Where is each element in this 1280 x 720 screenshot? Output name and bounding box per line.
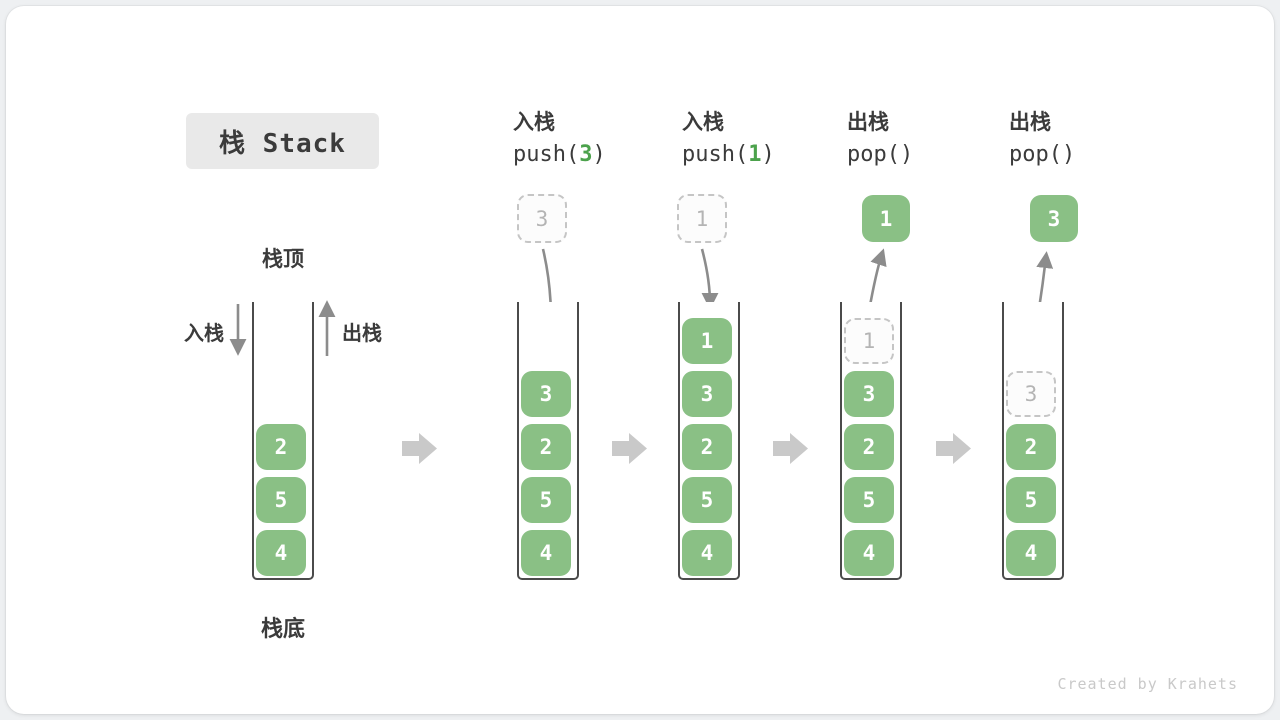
floating-element-push3: 3 [517,194,567,243]
stack-ghost-block: 3 [1006,371,1056,417]
stack-block: 5 [844,477,894,523]
title-box: 栈 Stack [186,113,379,169]
stack-initial: 2 5 4 [252,302,314,580]
op-code: push(3) [513,142,606,167]
watermark: Created by Krahets [1057,675,1238,693]
op-cn-label: 入栈 [682,111,724,134]
stack-block: 4 [682,530,732,576]
stack-block: 5 [682,477,732,523]
stack-block: 5 [256,477,306,523]
push1-flow-arrow [700,248,719,310]
stack-bottom-label: 栈底 [260,616,305,641]
op-code: pop() [1009,142,1075,167]
floating-value: 3 [1047,206,1061,231]
step-arrow-3 [773,433,808,464]
step-arrow-2 [612,433,647,464]
floating-element-push1: 1 [677,194,727,243]
stack-block: 3 [682,371,732,417]
stack-block: 4 [844,530,894,576]
stack-ghost-block: 1 [844,318,894,364]
header-push3: 入栈 push(3) [513,106,606,167]
stack-block: 4 [1006,530,1056,576]
stack-block: 2 [1006,424,1056,470]
stack-pop1: 1 3 2 5 4 [840,302,902,580]
floating-value: 1 [879,206,893,231]
floating-element-pop2: 3 [1030,195,1078,242]
stack-pop2: 3 2 5 4 [1002,302,1064,580]
stack-block: 2 [844,424,894,470]
stack-block: 5 [1006,477,1056,523]
push-label: 入栈 [184,323,224,345]
op-cn-label: 入栈 [513,111,555,134]
step-arrow-1 [402,433,437,464]
stack-top-label: 栈顶 [262,248,304,271]
code-text: push( [513,142,580,167]
stack-block: 2 [256,424,306,470]
stack-block: 4 [521,530,571,576]
code-arg: 3 [579,142,593,167]
stack-block: 3 [844,371,894,417]
header-pop2: 出栈 pop() [1009,106,1075,167]
header-push1: 入栈 push(1) [682,106,775,167]
op-cn-label: 出栈 [847,111,889,134]
floating-element-pop1: 1 [862,195,910,242]
code-text: pop() [1009,142,1076,167]
code-text: ) [761,142,775,167]
code-arg: 1 [748,142,762,167]
stack-block: 5 [521,477,571,523]
op-code: pop() [847,142,913,167]
stack-block: 3 [521,371,571,417]
stack-push1: 1 3 2 5 4 [678,302,740,580]
floating-value: 1 [695,206,709,231]
op-code: push(1) [682,142,775,167]
stack-block: 1 [682,318,732,364]
header-pop1: 出栈 pop() [847,106,913,167]
code-text: ) [592,142,606,167]
stack-block: 2 [682,424,732,470]
code-text: push( [682,142,749,167]
stack-block: 4 [256,530,306,576]
stack-push3: 3 2 5 4 [517,302,579,580]
page-title: 栈 Stack [219,128,346,159]
code-text: pop() [847,142,914,167]
op-cn-label: 出栈 [1009,111,1051,134]
diagram-card: 栈 Stack 栈顶 栈底 入栈 出栈 入栈 push(3) 入栈 push(1… [6,6,1274,714]
step-arrow-4 [936,433,971,464]
floating-value: 3 [535,206,549,231]
pop-label: 出栈 [342,323,382,345]
stack-block: 2 [521,424,571,470]
